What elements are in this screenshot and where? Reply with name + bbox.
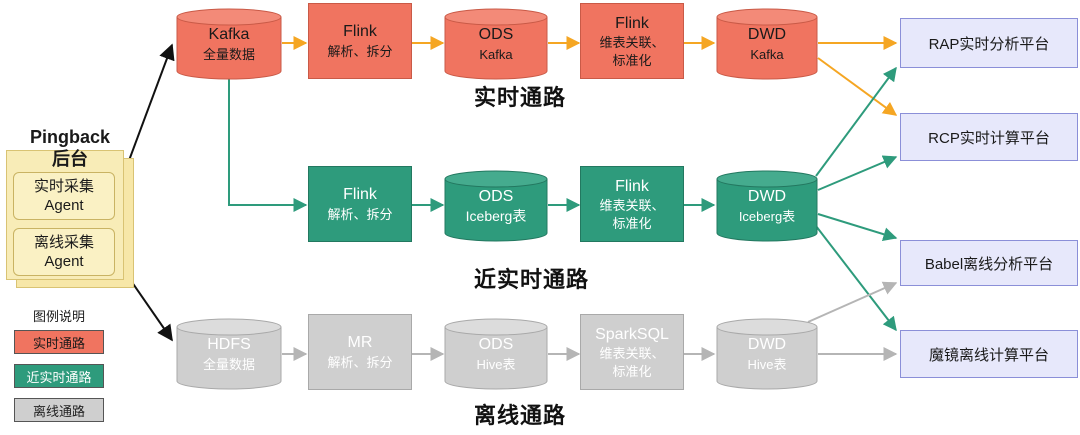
legend-near-realtime: 近实时通路 — [14, 364, 104, 388]
cylinder-shape-icon — [444, 170, 548, 242]
target-rcp: RCP实时计算平台 — [900, 113, 1078, 161]
cylinder-shape-icon — [716, 170, 818, 242]
cylinder-shape-icon — [444, 318, 548, 390]
offline-lane-title: 离线通路 — [474, 403, 567, 428]
realtime-agent: 实时采集 Agent — [13, 172, 115, 220]
offline-agent: 离线采集 Agent — [13, 228, 115, 276]
arrow-nrt-to-rap — [815, 66, 897, 177]
legend-title: 图例说明 — [33, 309, 86, 324]
cylinder-shape-icon — [176, 8, 282, 80]
target-mojing: 魔镜离线计算平台 — [900, 330, 1078, 378]
target-babel: Babel离线分析平台 — [900, 240, 1078, 286]
arrow-kafka-to-flink-nrt — [228, 78, 308, 212]
arrow-off-to-babel — [807, 281, 898, 323]
cylinder-shape-icon — [716, 8, 818, 80]
arrow-rt-to-rcp — [817, 57, 898, 116]
legend-realtime: 实时通路 — [14, 330, 104, 354]
pingback-title: Pingback 后台 — [29, 127, 111, 169]
realtime-lane-title: 实时通路 — [474, 85, 567, 110]
target-rap: RAP实时分析平台 — [900, 18, 1078, 68]
cylinder-shape-icon — [444, 8, 548, 80]
arrow-nrt-to-rcp — [817, 155, 898, 191]
arrow-nrt-to-babel — [817, 213, 898, 241]
near-realtime-lane-title: 近实时通路 — [474, 267, 590, 292]
cylinder-shape-icon — [716, 318, 818, 390]
legend-offline: 离线通路 — [14, 398, 104, 422]
arrow-nrt-to-mojing — [815, 225, 897, 332]
cylinder-shape-icon — [176, 318, 282, 390]
